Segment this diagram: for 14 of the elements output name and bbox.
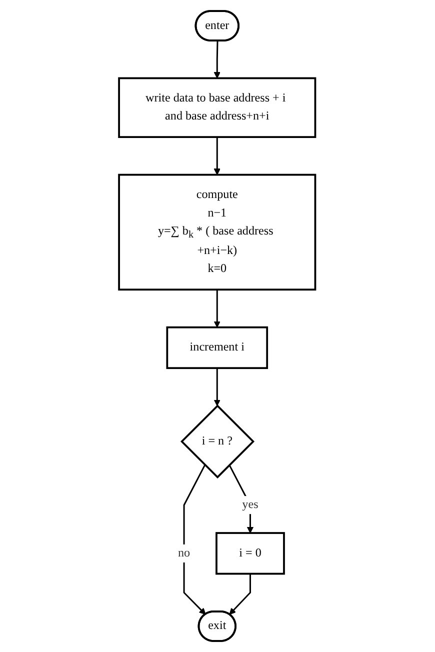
edge-label: yes	[242, 498, 259, 512]
arrow	[214, 290, 221, 328]
node-box: i = 0	[216, 532, 286, 575]
node-box: compute n−1 y=∑ b$_{k}$ * ( base address +n+i−k) k=0	[118, 174, 317, 291]
arrow	[229, 464, 254, 534]
arrow	[214, 137, 221, 176]
node-box: write data to base address + i and base address+n+i	[118, 77, 317, 138]
arrow	[230, 574, 252, 615]
node-box: increment i	[166, 326, 268, 370]
edge-label: no	[178, 546, 190, 560]
arrow	[214, 40, 221, 78]
node-diamond: i = n ?	[180, 404, 255, 479]
arrow	[214, 368, 221, 406]
arrow	[184, 464, 206, 615]
